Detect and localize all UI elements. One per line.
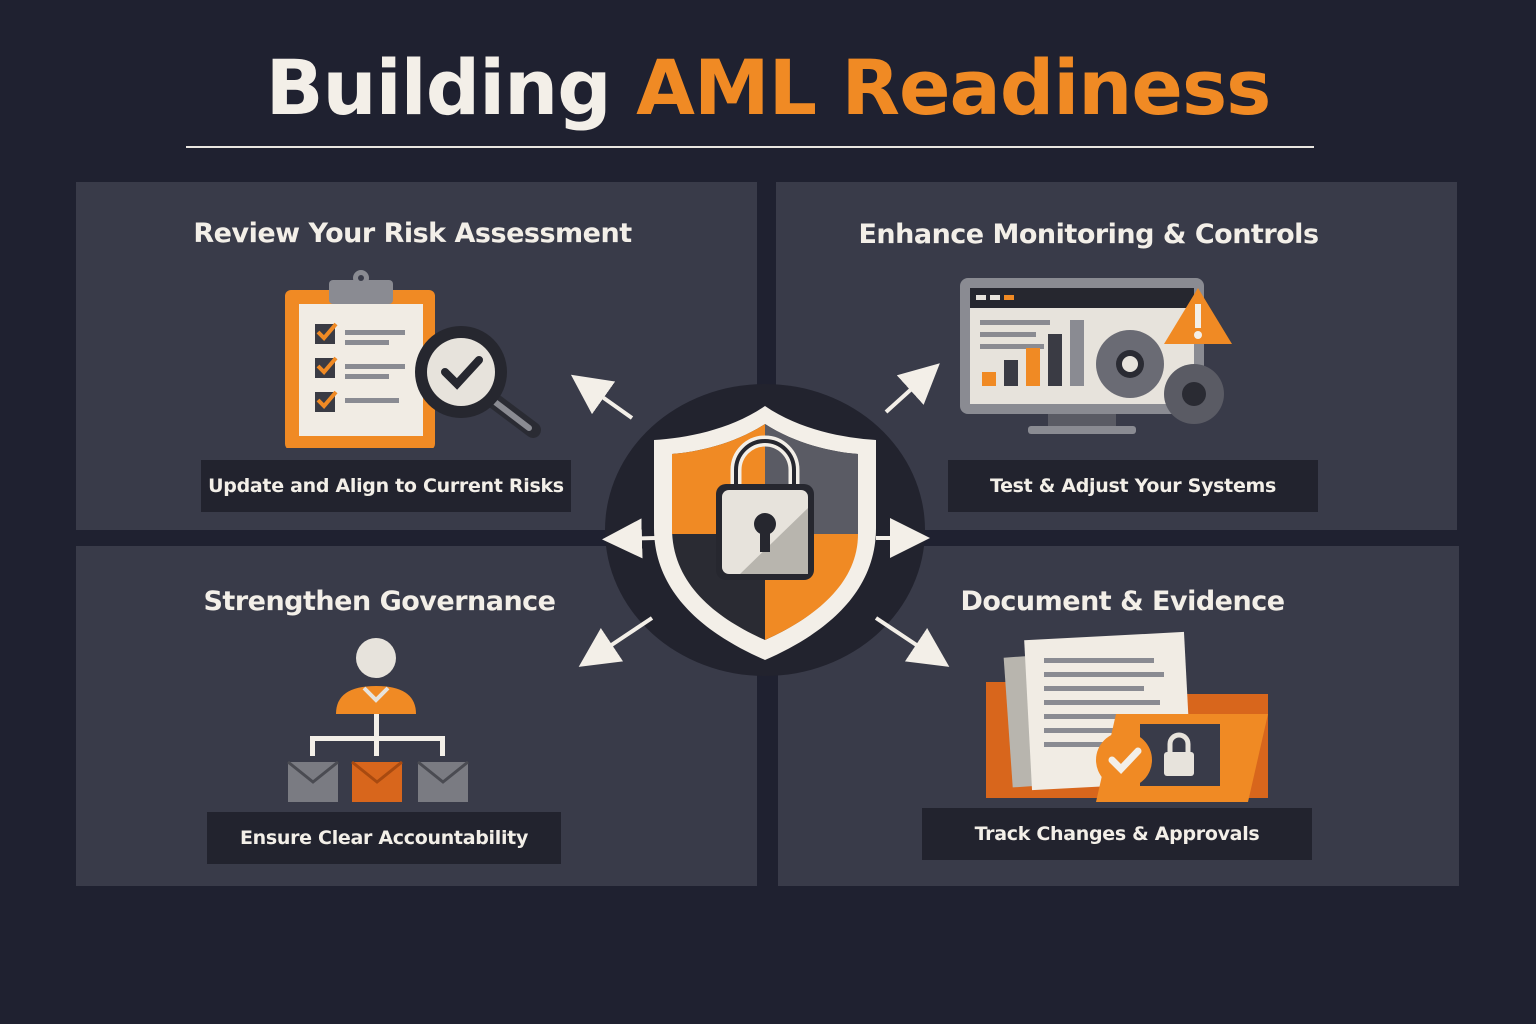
- title-part-1: Building: [265, 43, 612, 132]
- panel-title: Review Your Risk Assessment: [193, 218, 632, 249]
- arrow-top-right: [884, 363, 940, 414]
- clipboard-magnifier-icon: [281, 268, 551, 448]
- panel-title: Strengthen Governance: [203, 586, 556, 617]
- arrow-top-left: [570, 374, 634, 420]
- panel-risk-assessment: Review Your Risk Assessment Update: [76, 182, 757, 530]
- panel-documentation: Document & Evidence Track Changes & Appr…: [778, 546, 1459, 886]
- center-hub: [590, 378, 940, 688]
- arrow-bottom-right: [874, 616, 950, 667]
- monitor-chart-gears-icon: [958, 276, 1268, 456]
- panel-monitoring-controls: Enhance Monitoring & Controls: [776, 182, 1457, 530]
- panel-caption: Update and Align to Current Risks: [201, 460, 571, 512]
- panel-title: Document & Evidence: [960, 586, 1285, 617]
- arrow-bottom-left: [578, 616, 654, 667]
- org-chart-icon: [286, 634, 476, 804]
- title-part-2: AML Readiness: [636, 43, 1271, 132]
- folder-documents-lock-icon: [978, 630, 1288, 810]
- panel-caption: Ensure Clear Accountability: [207, 812, 561, 864]
- title-divider: [186, 146, 1314, 148]
- arrow-left: [602, 518, 657, 559]
- panel-caption: Test & Adjust Your Systems: [948, 460, 1318, 512]
- panel-caption: Track Changes & Approvals: [922, 808, 1312, 860]
- page-title: Building AML Readiness: [0, 38, 1536, 138]
- panel-title: Enhance Monitoring & Controls: [858, 219, 1319, 250]
